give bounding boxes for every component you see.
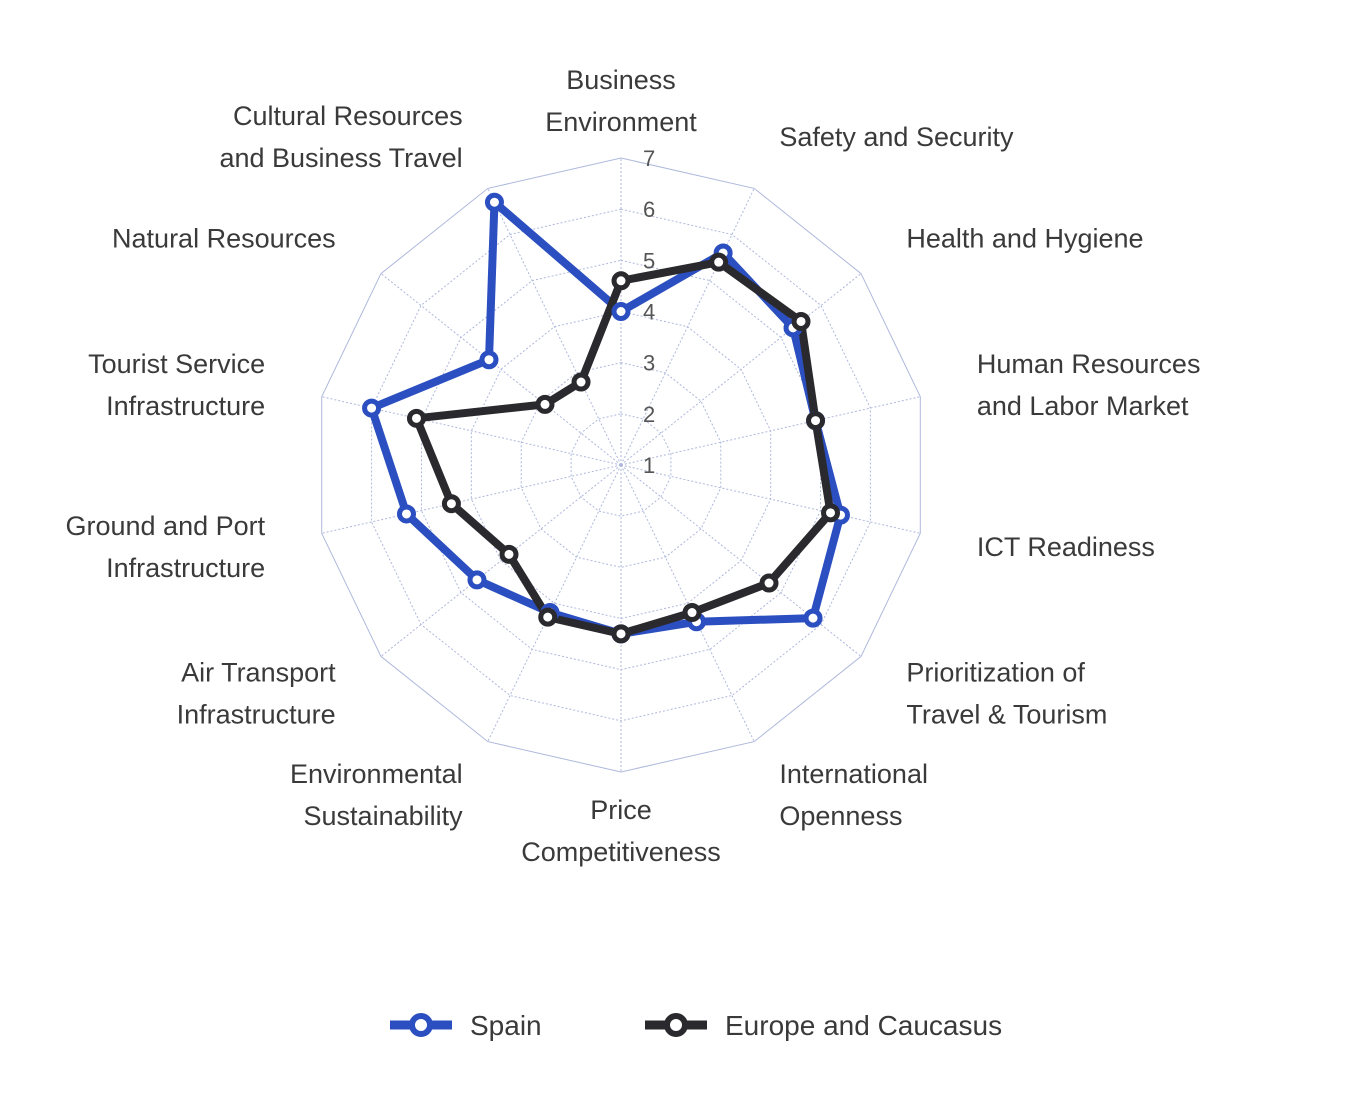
data-point-europe-and-caucasus — [611, 624, 631, 644]
axis-label-line: Infrastructure — [106, 391, 265, 421]
axis-label-line: and Labor Market — [977, 391, 1189, 421]
data-point-spain — [803, 608, 823, 628]
data-point-spain — [396, 504, 416, 524]
axis-label: Health and Hygiene — [906, 223, 1143, 253]
data-point-europe-and-caucasus — [571, 372, 591, 392]
data-point-europe-and-caucasus — [499, 544, 519, 564]
axis-label: ICT Readiness — [977, 532, 1155, 562]
axis-label-line: Infrastructure — [106, 553, 265, 583]
tick-label: 5 — [643, 248, 655, 273]
axis-label-line: Health and Hygiene — [906, 223, 1143, 253]
data-point-spain — [611, 302, 631, 321]
axis-label-line: Business — [566, 65, 676, 95]
axis-label: Prioritization of Travel & Tourism — [906, 658, 1107, 730]
data-point-europe-and-caucasus — [535, 394, 555, 414]
legend-label: Spain — [470, 1010, 542, 1041]
axis-label-line: ICT Readiness — [977, 532, 1155, 562]
axis-label: Human Resources and Labor Market — [977, 349, 1201, 421]
grid-spoke — [380, 464, 622, 657]
axis-label-line: Environment — [545, 107, 697, 137]
radial-tick-labels: 1 2 3 4 5 6 7 — [643, 146, 655, 478]
grid-spoke — [321, 464, 622, 534]
data-point-europe-and-caucasus — [441, 494, 461, 514]
data-point-europe-and-caucasus — [821, 503, 841, 523]
tick-label: 6 — [643, 197, 655, 222]
data-point-spain — [467, 570, 487, 590]
axis-label: Natural Resources — [112, 223, 336, 253]
axis-label-line: Human Resources — [977, 349, 1201, 379]
legend: Spain Europe and Caucasus — [390, 1010, 1002, 1041]
grid-spoke — [380, 273, 622, 466]
axis-label-line: Travel & Tourism — [906, 700, 1107, 730]
axis-label-line: Price — [590, 795, 652, 825]
axis-label-line: Tourist Service — [88, 349, 265, 379]
grid-spoke — [487, 188, 622, 466]
legend-marker — [664, 1013, 688, 1037]
data-point-europe-and-caucasus — [406, 408, 426, 428]
data-point-europe-and-caucasus — [759, 573, 779, 593]
legend-marker — [409, 1013, 433, 1037]
axis-label-line: Openness — [779, 801, 902, 831]
data-point-europe-and-caucasus — [806, 411, 826, 431]
data-point-europe-and-caucasus — [682, 603, 702, 623]
axis-label-line: and Business Travel — [219, 143, 462, 173]
grid-spoke — [620, 464, 755, 742]
grid-spoke — [620, 464, 862, 657]
data-series — [362, 192, 850, 644]
axis-label-line: International — [779, 759, 928, 789]
axis-label-line: Ground and Port — [66, 511, 266, 541]
axis-label-line: Air Transport — [181, 658, 336, 688]
grid-ring-4 — [470, 310, 772, 620]
grid-spoke — [321, 396, 622, 466]
axis-label: Safety and Security — [779, 122, 1014, 152]
grid-ring-2 — [570, 413, 672, 517]
tick-label: 4 — [643, 300, 655, 325]
data-point-europe-and-caucasus — [709, 252, 729, 272]
grid-spoke — [620, 396, 921, 466]
data-point-spain — [362, 398, 382, 418]
axis-label: Cultural Resources and Business Travel — [219, 101, 462, 173]
axis-label-line: Sustainability — [304, 801, 464, 831]
grid-ring-7 — [321, 157, 921, 773]
grid-ring-6 — [371, 208, 871, 722]
radar-grid — [321, 157, 921, 773]
data-point-spain — [479, 350, 499, 370]
legend-label: Europe and Caucasus — [725, 1010, 1002, 1041]
tick-label: 7 — [643, 146, 655, 171]
axis-label-line: Prioritization of — [906, 658, 1085, 688]
tick-label: 1 — [643, 453, 655, 478]
tick-label: 2 — [643, 402, 655, 427]
grid-spoke — [487, 464, 622, 742]
axis-label-line: Environmental — [290, 759, 463, 789]
axis-label-line: Cultural Resources — [233, 101, 463, 131]
axis-label-line: Competitiveness — [521, 837, 721, 867]
data-point-europe-and-caucasus — [791, 311, 811, 331]
axis-label-line: Safety and Security — [779, 122, 1014, 152]
grid-spoke — [620, 273, 862, 466]
grid-spoke — [620, 464, 921, 534]
axis-label-line: Natural Resources — [112, 223, 336, 253]
data-point-spain — [484, 192, 504, 212]
grid-spoke — [620, 188, 755, 466]
data-point-europe-and-caucasus — [611, 271, 631, 291]
axis-label-line: Infrastructure — [177, 700, 336, 730]
data-point-europe-and-caucasus — [538, 607, 558, 627]
tick-label: 3 — [643, 351, 655, 376]
